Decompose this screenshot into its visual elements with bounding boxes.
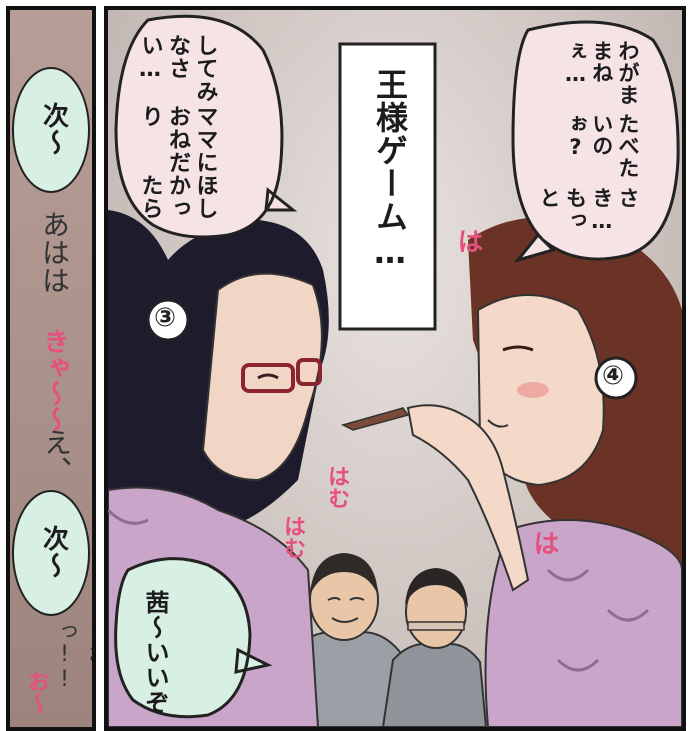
sfx-kyaa: きゃ〜〜 — [39, 328, 69, 432]
right-bubble-line-2: たべたいのぉ? — [563, 113, 641, 180]
number-circle-4 — [594, 356, 638, 400]
left-bubble-text: ほしかったら ママにおねだり してみなさい… — [136, 34, 219, 234]
left-bubble-line-3: してみなさい… — [137, 34, 218, 103]
bottom-bubble-line-1: いいぞ — [141, 640, 169, 715]
sfx-hamu-1: はむ — [324, 465, 349, 509]
sfx-hamu-2: はむ — [280, 515, 305, 559]
left-bubble-shape — [114, 14, 298, 239]
right-bubble-line-1: さき…もっと — [537, 186, 640, 234]
background-man-right — [381, 568, 488, 727]
left-bubble-line-2: ママにおねだり — [137, 104, 218, 174]
sfx-oo: お〜 — [24, 670, 49, 714]
right-bubble-shape — [511, 20, 680, 263]
sfx-uoo: うおっ!! — [52, 620, 92, 692]
main-panel-art — [108, 14, 682, 727]
main-panel: ほしかったら ママにおねだり してみなさい… 王様ゲーム… さき…もっと たべた… — [104, 6, 686, 731]
sfx-e: え、 — [40, 428, 73, 484]
right-bubble-text: さき…もっと たべたいのぉ? わがままねぇ… — [536, 40, 641, 250]
sfx-ha-top: は — [453, 228, 483, 254]
left-panel: 次〜 あはは きゃ〜〜 え、 次〜 うおっ!! お〜 — [6, 6, 96, 731]
left-bubble-line-1: ほしかったら — [137, 174, 218, 221]
bottom-bubble-shape — [114, 557, 273, 719]
caption-box — [338, 42, 437, 331]
sfx-ahaha: あはは — [38, 210, 71, 294]
number-4-label: ④ — [602, 361, 625, 391]
bottom-bubble-text: いいぞ 茜〜 — [140, 585, 170, 715]
bottom-bubble-line-2: 茜〜 — [141, 590, 169, 640]
caption-text: 王様ゲーム… — [371, 68, 409, 272]
right-bubble-line-3: わがままねぇ… — [563, 39, 641, 106]
left-top-bubble-text: 次〜 — [38, 102, 69, 156]
left-bottom-bubble-text: 次〜 — [38, 525, 69, 579]
sfx-ha-bottom: は — [529, 530, 559, 556]
left-panel-art — [12, 67, 90, 616]
number-3-label: ③ — [154, 303, 177, 333]
woman-brown-hair — [468, 217, 682, 727]
arm-with-pocky — [340, 404, 530, 592]
number-circle-3 — [146, 298, 190, 342]
